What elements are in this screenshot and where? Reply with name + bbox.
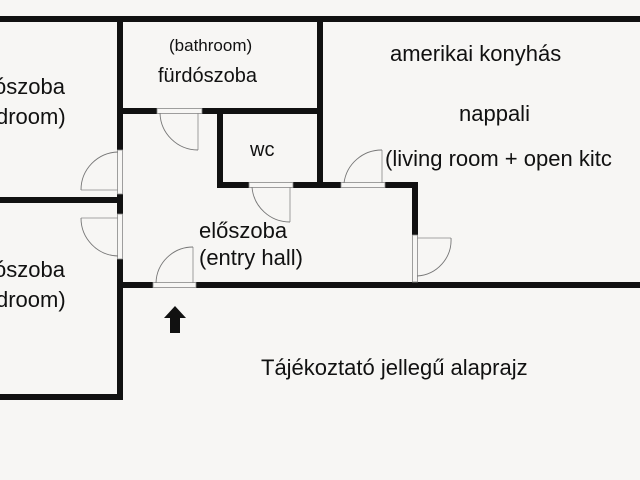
door-bedroom-top <box>80 149 123 195</box>
wall-entry-bottom-left <box>120 282 153 288</box>
label-bedroom-top-en: droom) <box>0 104 66 129</box>
wall-living-jog <box>412 182 418 235</box>
wall-entry-bottom-right <box>196 282 640 288</box>
door-bedroom-bottom <box>80 213 123 260</box>
wall-bedroom-vertical-lower <box>117 259 123 400</box>
wall-wc-bottom-right <box>293 182 341 188</box>
caption: Tájékoztató jellegű alaprajz <box>261 355 528 380</box>
door-living <box>340 149 386 188</box>
label-bedroom-bottom-en: droom) <box>0 287 66 312</box>
wall-living-bottom <box>385 182 418 188</box>
door-entrance <box>152 246 197 288</box>
label-bedroom-top-hu: ószoba <box>0 74 65 99</box>
label-living-en: (living room + open kitc <box>385 146 612 171</box>
wall-bathroom-living <box>317 16 323 188</box>
label-living-hu-line1: amerikai konyhás <box>390 41 562 66</box>
label-bathroom-en: (bathroom) <box>169 36 253 55</box>
label-entry-hu: előszoba <box>199 218 288 243</box>
wall-bedroom-separator <box>0 197 120 203</box>
arrow-up-icon <box>164 306 186 333</box>
door-bathroom <box>156 108 203 151</box>
label-wc: wc <box>250 139 275 161</box>
wall-bathroom-bottom-right <box>202 108 323 114</box>
wall-bedroom-vertical-upper <box>117 16 123 150</box>
wall-bedroom-bottom <box>0 394 123 400</box>
wall-wc-left <box>217 112 223 188</box>
wall-wc-bottom-left <box>217 182 249 188</box>
label-living-hu-line2: nappali <box>459 101 530 126</box>
label-bedroom-bottom-hu: ószoba <box>0 257 65 282</box>
wall-bathroom-bottom-left <box>120 108 157 114</box>
label-bathroom-hu: fürdószoba <box>158 65 257 87</box>
door-living-side <box>412 234 452 283</box>
door-wc <box>248 182 294 223</box>
label-entry-en: (entry hall) <box>199 245 303 270</box>
wall-bedroom-vertical-mid <box>117 194 123 214</box>
